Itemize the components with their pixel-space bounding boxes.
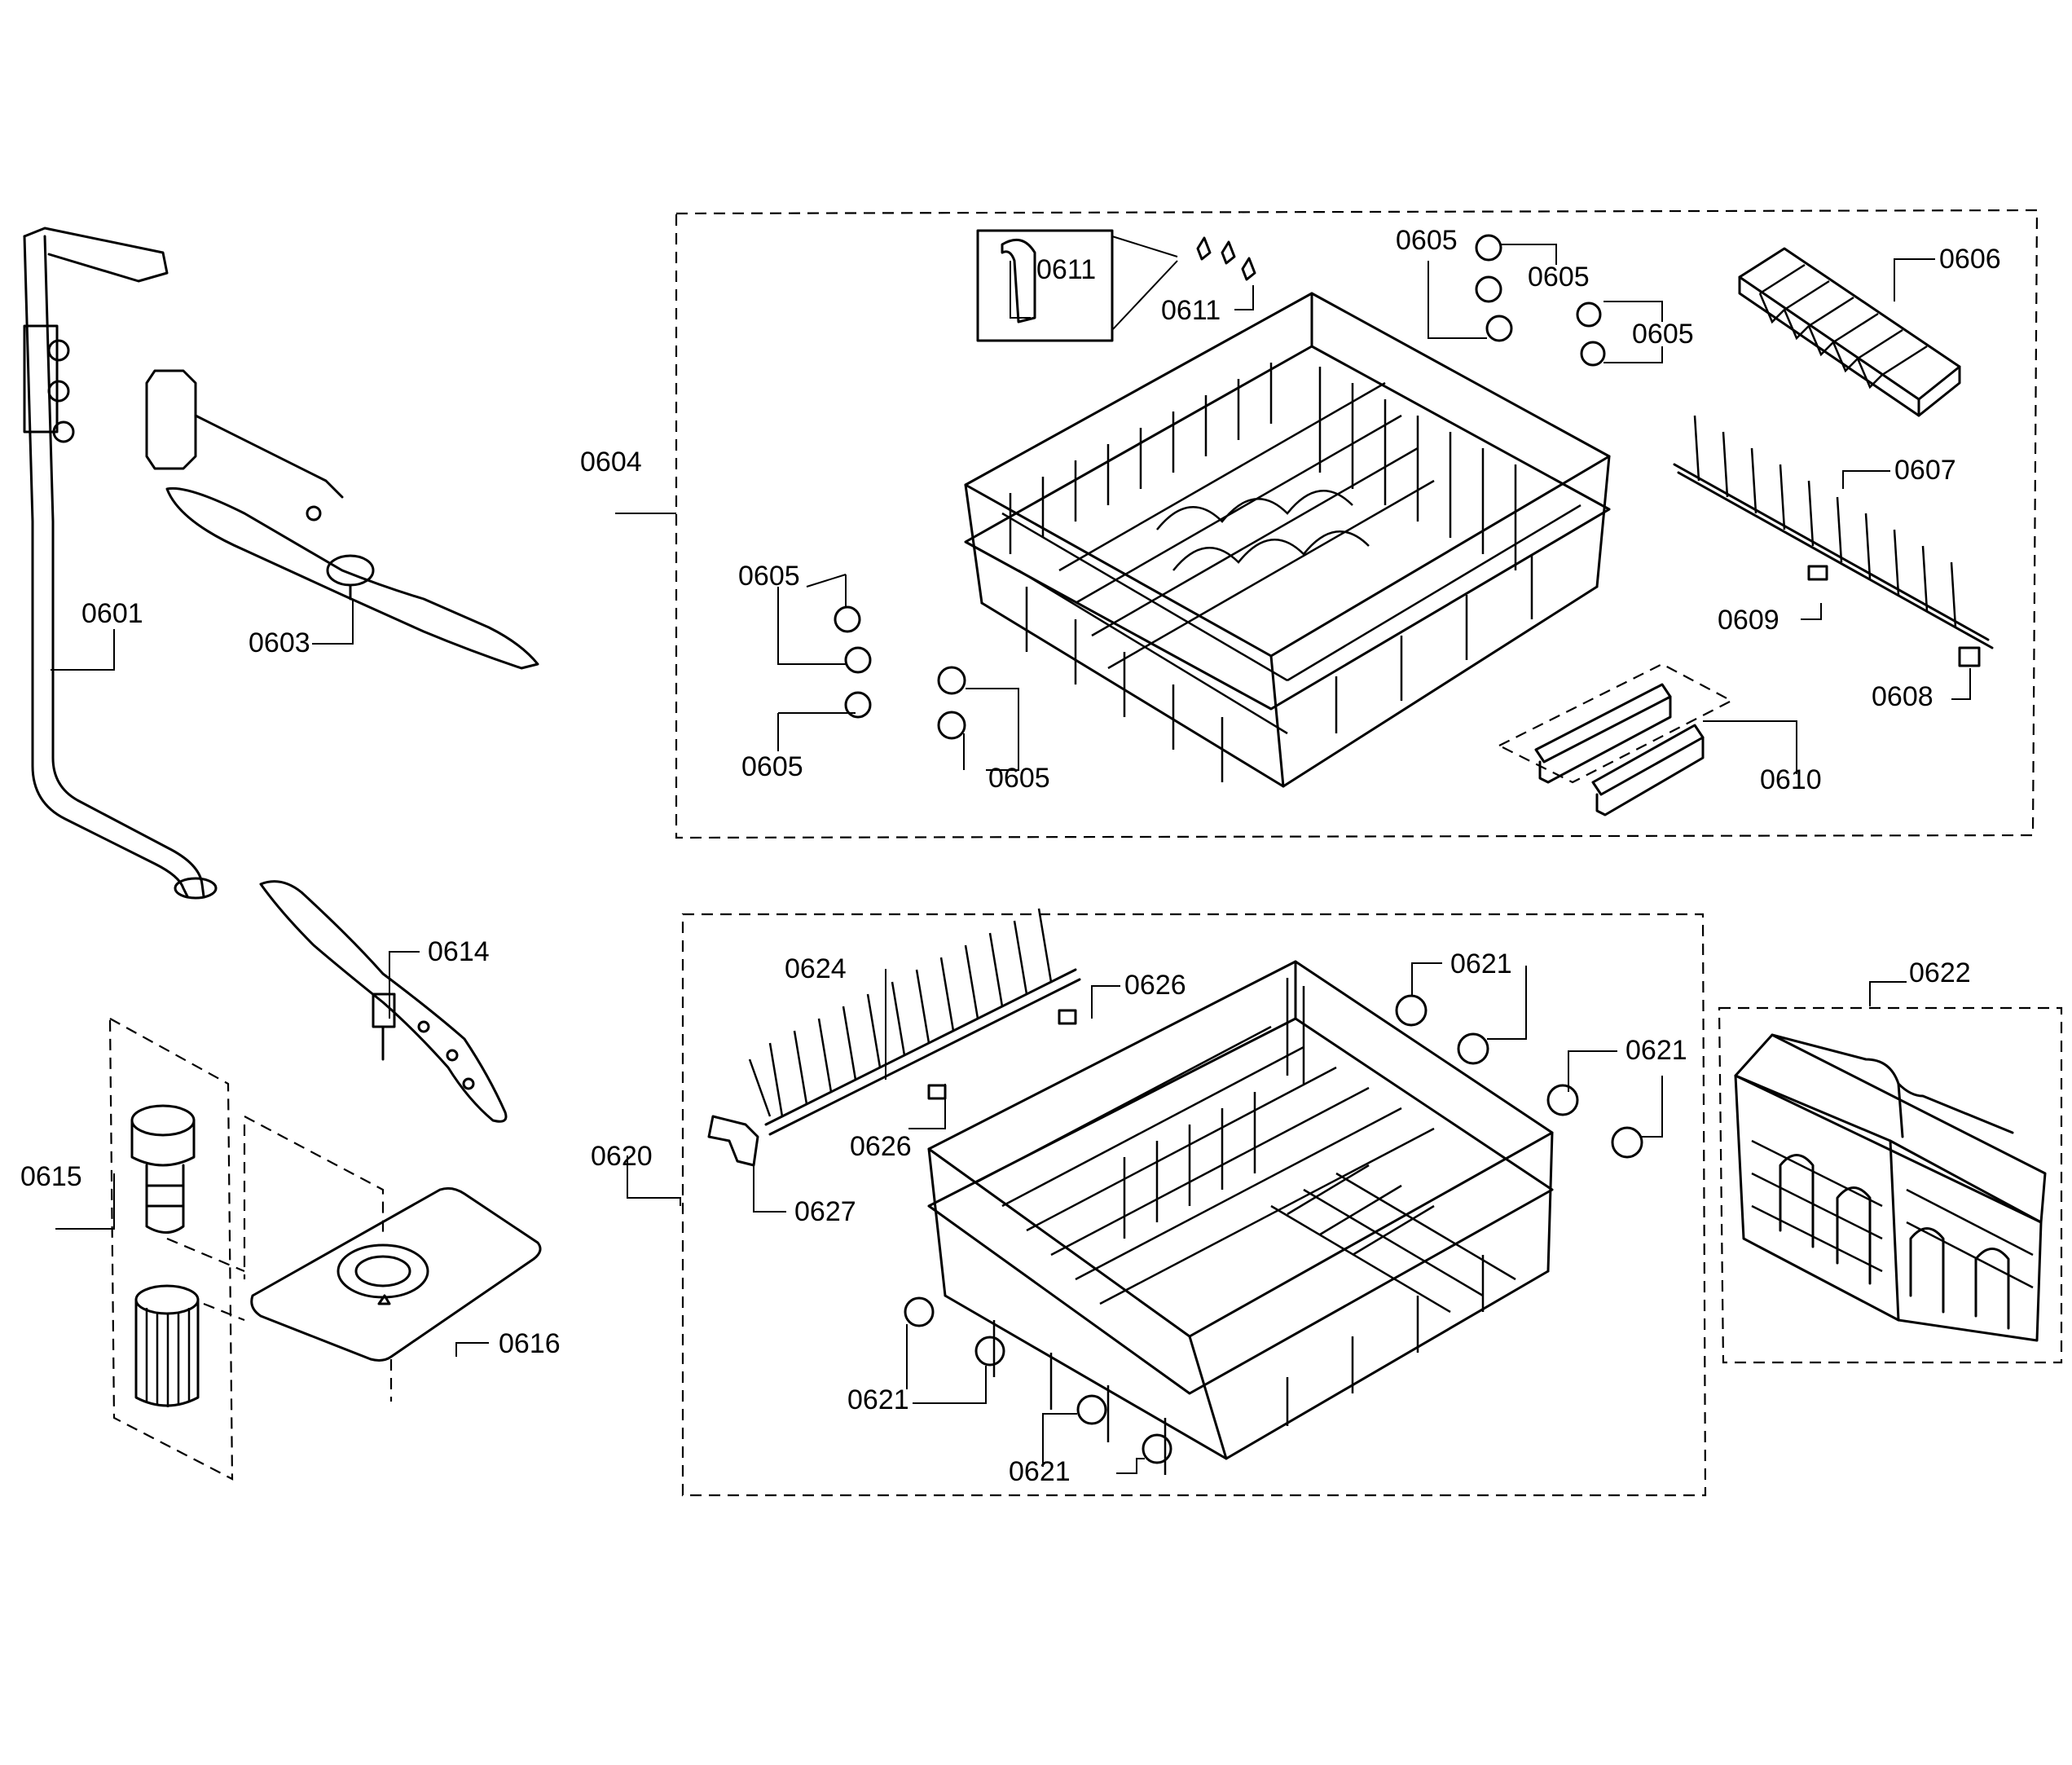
callout-0605-upper-right-c: 0605 (1632, 319, 1694, 350)
cup-shelf (1738, 247, 1961, 417)
callout-0611-inset: 0611 (1036, 254, 1096, 285)
callout-0605-upper-right-a: 0605 (1396, 225, 1458, 256)
filter-group-box (108, 1017, 234, 1481)
tine-bracket (707, 1115, 759, 1167)
tine-clip-upper (1058, 1009, 1077, 1025)
callout-0601: 0601 (81, 598, 143, 629)
callout-0621-b: 0621 (1625, 1035, 1687, 1066)
callout-0605-upper-left-c: 0605 (988, 763, 1050, 794)
callout-0621-c: 0621 (847, 1384, 909, 1415)
callout-labels: 0601 0603 0604 0605 0605 0605 0605 0605 … (20, 225, 2001, 1487)
callout-0605-upper-left-a: 0605 (738, 561, 800, 592)
lower-rack-group-box (681, 913, 1707, 1497)
callout-0608: 0608 (1872, 681, 1933, 712)
lower-rack-basket (927, 960, 1554, 1475)
callout-0606: 0606 (1939, 244, 2001, 275)
callout-0614: 0614 (428, 936, 490, 967)
callout-0611: 0611 (1161, 295, 1221, 326)
callout-0627: 0627 (794, 1196, 856, 1227)
fold-down-tine-row (748, 908, 1081, 1136)
upper-rack-wheels (834, 234, 1606, 740)
callout-0605-upper-right-b: 0605 (1528, 262, 1590, 293)
callout-0603: 0603 (249, 627, 310, 658)
callout-0626-b: 0626 (850, 1131, 912, 1162)
filter-plate (166, 1116, 542, 1402)
callout-0604: 0604 (580, 447, 642, 478)
leader-lines (51, 244, 1971, 1474)
coarse-filter-cylinder (134, 1284, 200, 1407)
callout-0616: 0616 (499, 1328, 561, 1359)
callout-0621-a: 0621 (1450, 949, 1512, 979)
tine-row (1673, 415, 1994, 649)
rack-handle-group (1497, 662, 1734, 816)
upper-rack-basket (964, 292, 1611, 788)
rack-stop-clip (1958, 646, 1981, 667)
tine-clip-lower (927, 1084, 947, 1100)
callout-0615: 0615 (20, 1161, 82, 1192)
lower-rack-tines (977, 978, 1516, 1475)
callout-0622: 0622 (1909, 957, 1971, 988)
callout-0620: 0620 (591, 1141, 653, 1172)
lower-spray-arm (259, 880, 508, 1123)
upper-rack-group-box (675, 209, 2039, 839)
callout-0624: 0624 (785, 953, 847, 984)
lower-rack-wheels (904, 994, 1643, 1464)
cutlery-basket (1734, 1033, 2047, 1342)
upper-spray-arm (145, 369, 539, 670)
fine-filter (130, 1104, 196, 1234)
supply-tube (23, 227, 218, 900)
cutlery-basket-box (1718, 1006, 2063, 1364)
callout-0605-upper-left-b: 0605 (741, 751, 803, 782)
callout-0621-d: 0621 (1009, 1456, 1071, 1487)
callout-0626-a: 0626 (1124, 970, 1186, 1001)
callout-0609: 0609 (1718, 605, 1779, 636)
callout-0607: 0607 (1894, 455, 1956, 486)
upper-rack-tines (1001, 363, 1581, 782)
callout-0610: 0610 (1760, 764, 1822, 795)
clip-detail-inset (976, 229, 1256, 342)
